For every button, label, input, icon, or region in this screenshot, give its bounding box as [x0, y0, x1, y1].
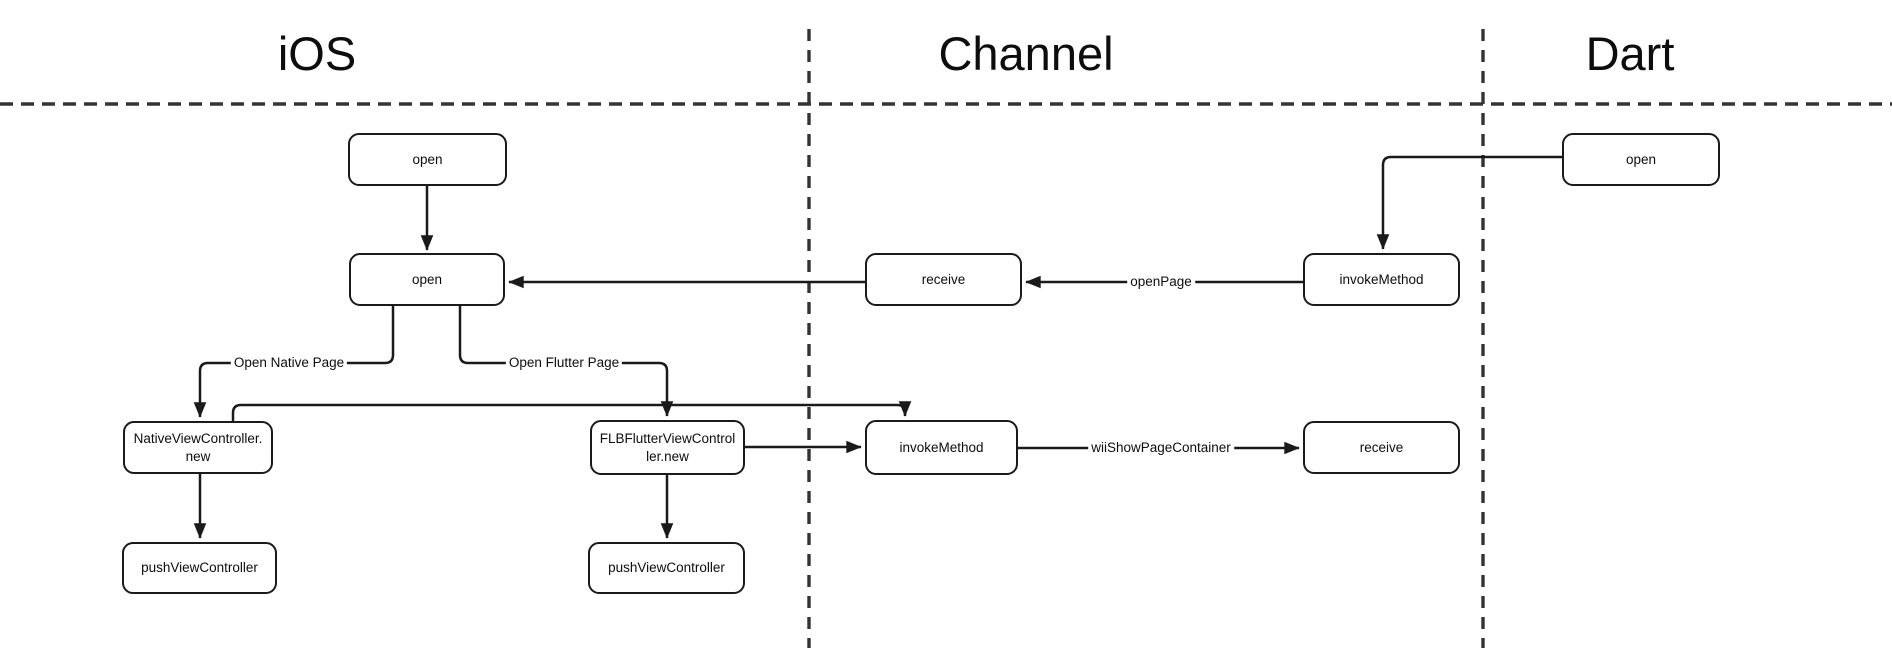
node-label-line1: NativeViewController.	[133, 430, 263, 446]
node-label: receive	[921, 271, 966, 287]
node-label: receive	[1359, 439, 1404, 455]
node-push-view-controller-flutter: pushViewController	[588, 542, 745, 594]
node-label-line2: ler.new	[646, 448, 689, 464]
node-label: open	[412, 151, 443, 167]
node-label: invokeMethod	[1339, 271, 1424, 287]
node-native-view-controller: NativeViewController. new	[123, 421, 273, 474]
lane-title-ios: iOS	[277, 27, 357, 80]
node-label-line1: FLBFlutterViewControl	[599, 430, 736, 446]
lane-title-dart: Dart	[1585, 27, 1675, 80]
edge-label-open-page: openPage	[1127, 273, 1195, 291]
node-invoke-method-channel-bottom: invokeMethod	[865, 420, 1018, 475]
node-label: pushViewController	[608, 560, 725, 576]
edge-native-to-invoke	[231, 401, 912, 421]
node-open-ios-top: open	[348, 133, 507, 186]
node-push-view-controller-native: pushViewController	[122, 542, 277, 594]
node-invoke-method-channel-mid: invokeMethod	[1303, 253, 1460, 306]
lane-title-channel: Channel	[938, 27, 1114, 80]
node-label: pushViewController	[141, 560, 258, 576]
node-open-dart: open	[1562, 133, 1720, 186]
edge-label-open-flutter-page: Open Flutter Page	[505, 354, 623, 372]
edge-label-open-native-page: Open Native Page	[230, 354, 348, 372]
node-receive-channel-bottom: receive	[1303, 421, 1460, 474]
node-receive-channel-mid: receive	[865, 253, 1022, 306]
edge-label-wii-show-page-container: wiiShowPageContainer	[1088, 439, 1234, 457]
node-label: invokeMethod	[899, 439, 984, 455]
node-open-ios-main: open	[349, 253, 505, 306]
edge-open-dart-to-invoke	[1376, 155, 1562, 250]
node-flb-flutter-view-controller: FLBFlutterViewControl ler.new	[590, 420, 745, 475]
node-label-line2: new	[185, 448, 211, 464]
node-label: open	[411, 271, 443, 287]
node-label: open	[1625, 151, 1657, 167]
